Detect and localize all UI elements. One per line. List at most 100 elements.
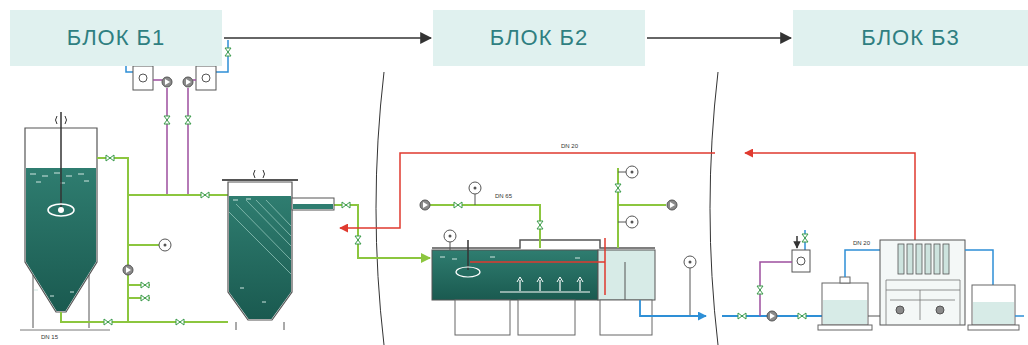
flow-arrow — [647, 37, 791, 39]
pipe-size-label: DN 20 — [852, 240, 871, 247]
lamella-settler — [222, 179, 298, 181]
red-return-line — [470, 238, 605, 295]
lamella-settler — [228, 182, 292, 320]
membrane-unit — [968, 325, 1019, 330]
valves-b1 — [201, 192, 209, 198]
valves-b1 — [159, 239, 171, 251]
bioreactor-tank — [455, 300, 510, 335]
green-pipeline-b2 — [618, 204, 666, 206]
membrane-unit — [797, 257, 805, 265]
pipe-size-label: DN 65 — [494, 193, 513, 200]
valves-b2 — [615, 184, 621, 192]
green-pipeline — [61, 312, 228, 322]
membrane-unit — [868, 316, 880, 317]
lamella-settler — [236, 322, 284, 330]
membrane-unit — [822, 283, 868, 325]
valves-b2 — [690, 268, 691, 316]
valves-b2 — [626, 216, 638, 228]
valves-b2 — [667, 200, 677, 210]
green-pipeline — [97, 158, 128, 322]
membrane-unit — [792, 250, 810, 272]
flow-arrow — [224, 37, 431, 39]
block-header: БЛОК Б2 — [433, 10, 645, 66]
green-pipeline-b2 — [430, 205, 540, 248]
valves-b2 — [475, 194, 476, 205]
dosing-station — [164, 116, 170, 124]
dosing-station — [133, 66, 153, 90]
membrane-unit — [757, 286, 763, 294]
green-pipeline — [128, 285, 150, 298]
green-pipeline — [61, 158, 430, 322]
block-header: БЛОК Б1 — [10, 10, 222, 66]
membrane-unit — [886, 280, 960, 325]
section-divider — [710, 72, 718, 345]
valves-b2 — [420, 200, 430, 210]
valves-b2 — [537, 221, 543, 229]
green-pipeline-b2 — [617, 168, 619, 248]
membrane-unit — [818, 325, 872, 330]
membrane-unit — [722, 230, 1024, 330]
reaction-tank — [20, 112, 110, 330]
membrane-unit — [925, 244, 931, 274]
membrane-unit — [1015, 315, 1024, 317]
bioreactor-tank — [520, 280, 580, 291]
dosing-station — [196, 66, 216, 90]
dosing-station — [225, 48, 231, 56]
membrane-unit — [934, 244, 940, 274]
valves-b1 — [104, 155, 361, 325]
valves-b2 — [684, 256, 696, 268]
block-title: БЛОК Б3 — [861, 25, 960, 51]
membrane-unit — [965, 250, 993, 285]
bioreactor-tank — [518, 300, 575, 335]
bioreactor-tank — [600, 300, 652, 335]
membrane-unit — [823, 300, 867, 324]
bioreactor-tank — [456, 267, 480, 277]
reaction-tank — [56, 116, 67, 124]
valves-b1 — [123, 265, 133, 275]
membrane-unit — [798, 313, 806, 319]
pipe-size-label: DN 15 — [40, 334, 59, 341]
red-return-line — [340, 153, 715, 228]
dosing-station — [185, 116, 191, 124]
block-header: БЛОК Б3 — [793, 10, 1028, 66]
dosing-station — [162, 77, 172, 87]
membrane-unit — [898, 244, 904, 274]
blue-outlet — [640, 300, 706, 316]
bioreactor-tank — [440, 257, 580, 259]
membrane-unit — [840, 277, 850, 283]
valves-b2 — [618, 222, 626, 223]
lamella-settler — [254, 170, 265, 178]
green-pipeline — [128, 244, 159, 246]
valves-b1 — [355, 236, 361, 244]
bioreactor-tank — [625, 262, 626, 300]
membrane-unit — [767, 311, 777, 321]
dosing-station — [183, 77, 193, 87]
lamella-settler — [233, 199, 266, 302]
valves-b1 — [141, 295, 149, 301]
membrane-unit — [896, 306, 904, 314]
lamella-settler — [292, 198, 334, 210]
membrane-unit — [936, 306, 944, 314]
section-divider — [376, 72, 384, 345]
block-title: БЛОК Б1 — [67, 25, 166, 51]
membrane-unit — [943, 244, 949, 274]
pipe-size-label: DN 20 — [560, 143, 579, 150]
membrane-unit — [972, 285, 1015, 325]
reaction-tank — [58, 207, 64, 213]
section-divider — [376, 72, 718, 345]
lamella-settler — [229, 200, 291, 274]
block-title: БЛОК Б2 — [490, 25, 589, 51]
red-return-line — [745, 153, 915, 240]
lamella-settler — [293, 204, 333, 209]
membrane-unit — [760, 262, 792, 316]
valves-b2 — [454, 202, 462, 208]
green-pipeline — [128, 194, 228, 196]
blue-outlet — [640, 300, 706, 316]
bioreactor-tank — [517, 277, 583, 282]
reaction-tank — [20, 330, 110, 331]
dosing-station — [167, 88, 188, 195]
valves-b1 — [104, 319, 112, 325]
valves-b1 — [176, 319, 184, 325]
bioreactor-tank — [450, 242, 451, 250]
